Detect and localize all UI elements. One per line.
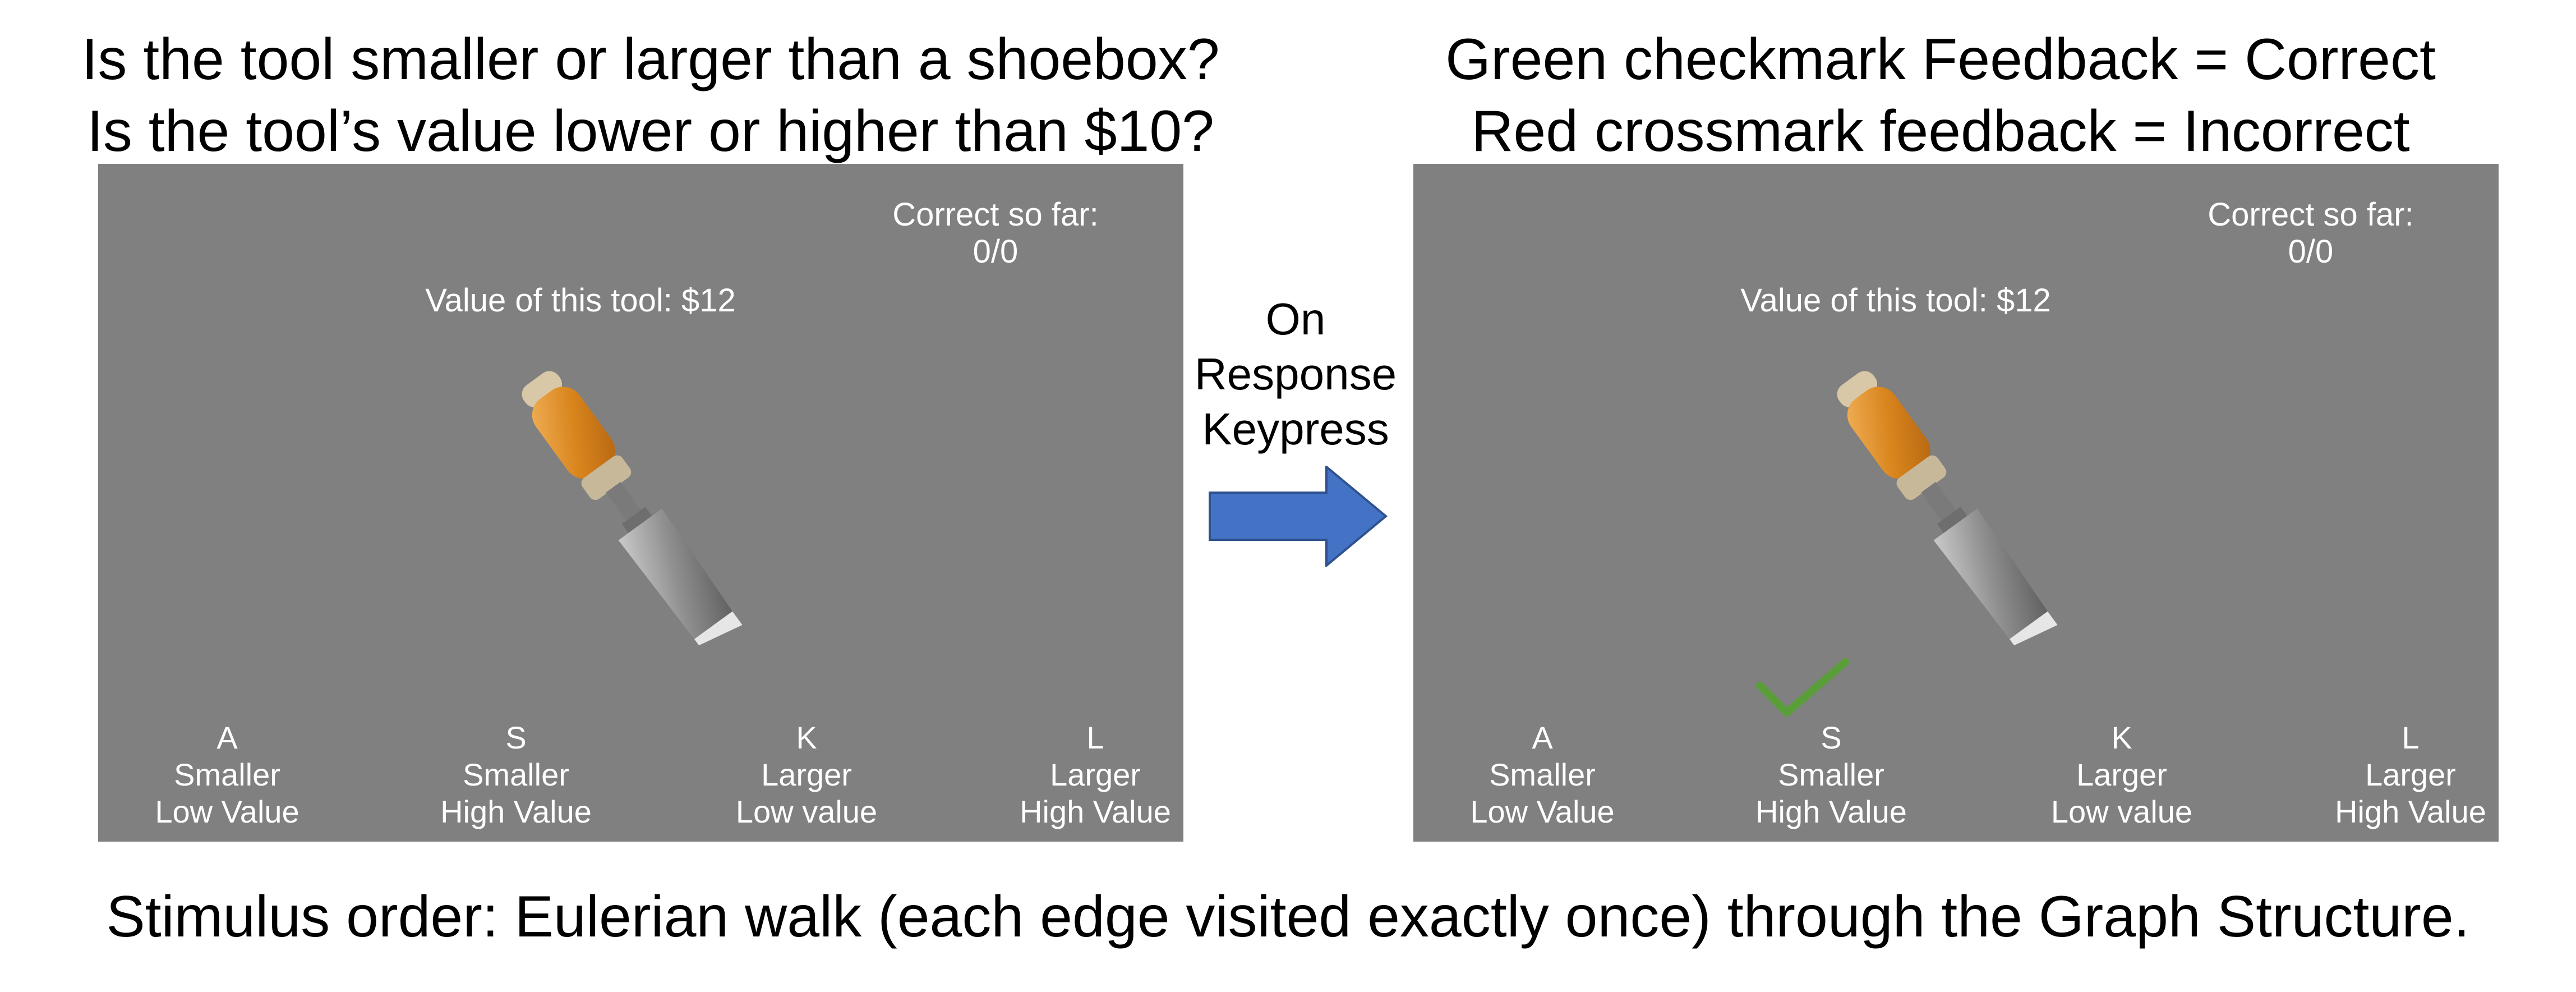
option-key: A <box>216 720 238 755</box>
score-display: Correct so far: 0/0 <box>2199 196 2423 270</box>
option-key: K <box>2111 720 2132 755</box>
option-value: Low value <box>2050 794 2193 829</box>
option-size: Larger <box>761 757 852 792</box>
transition-label-line-3: Keypress <box>1202 404 1389 454</box>
option-key: L <box>1086 720 1104 755</box>
tool-value-label: Value of this tool: $12 <box>425 282 736 319</box>
option-size: Smaller <box>1778 757 1884 792</box>
response-option-s[interactable]: S Smaller High Value <box>1702 719 1960 830</box>
right-heading-line-1: Green checkmark Feedback = Correct <box>1445 27 2436 92</box>
option-value: Low value <box>735 794 878 829</box>
trial-screen-before: Correct so far: 0/0 Value of this tool: … <box>98 164 1183 842</box>
right-arrow-icon <box>1209 466 1388 567</box>
left-heading: Is the tool smaller or larger than a sho… <box>22 24 1279 167</box>
trial-screen-after: Correct so far: 0/0 Value of this tool: … <box>1413 164 2499 842</box>
score-label: Correct so far: <box>892 196 1099 233</box>
response-option-s[interactable]: S Smaller High Value <box>387 719 645 830</box>
option-size: Smaller <box>463 757 569 792</box>
left-heading-line-1: Is the tool smaller or larger than a sho… <box>81 27 1220 92</box>
right-heading: Green checkmark Feedback = Correct Red c… <box>1380 24 2501 167</box>
response-option-k[interactable]: K Larger Low value <box>1993 719 2251 830</box>
tool-value-label: Value of this tool: $12 <box>1740 282 2051 319</box>
transition-label-line-2: Response <box>1194 349 1397 399</box>
transition-label-line-1: On <box>1265 294 1326 344</box>
option-size: Larger <box>1050 757 1141 792</box>
chisel-icon <box>522 371 743 646</box>
response-option-k[interactable]: K Larger Low value <box>678 719 936 830</box>
chisel-icon <box>1837 371 2058 646</box>
option-value: High Value <box>1020 794 1171 829</box>
option-size: Smaller <box>1489 757 1596 792</box>
response-option-l[interactable]: L Larger High Value <box>2282 719 2540 830</box>
option-key: S <box>1821 720 1842 755</box>
option-value: Low Value <box>155 794 299 829</box>
stimulus-order-caption: Stimulus order: Eulerian walk (each edge… <box>106 884 2470 949</box>
response-option-l[interactable]: L Larger High Value <box>966 719 1224 830</box>
option-size: Larger <box>2076 757 2167 792</box>
transition-label: On Response Keypress <box>1183 292 1408 457</box>
option-value: High Value <box>440 794 592 829</box>
option-size: Smaller <box>174 757 280 792</box>
score-value: 0/0 <box>2288 233 2334 270</box>
option-size: Larger <box>2365 757 2456 792</box>
option-value: Low Value <box>1470 794 1615 829</box>
score-value: 0/0 <box>973 233 1019 270</box>
arrow-shape <box>1209 466 1388 567</box>
option-value: High Value <box>2335 794 2486 829</box>
option-key: S <box>505 720 527 755</box>
response-option-a[interactable]: A Smaller Low Value <box>98 719 356 830</box>
score-display: Correct so far: 0/0 <box>883 196 1108 270</box>
right-heading-line-2: Red crossmark feedback = Incorrect <box>1471 99 2410 164</box>
option-key: A <box>1532 720 1553 755</box>
option-key: L <box>2402 720 2420 755</box>
left-heading-line-2: Is the tool’s value lower or higher than… <box>86 99 1215 164</box>
option-key: K <box>796 720 817 755</box>
response-option-a[interactable]: A Smaller Low Value <box>1413 719 1671 830</box>
score-label: Correct so far: <box>2208 196 2414 233</box>
green-checkmark-icon <box>1756 658 1849 717</box>
option-value: High Value <box>1755 794 1907 829</box>
